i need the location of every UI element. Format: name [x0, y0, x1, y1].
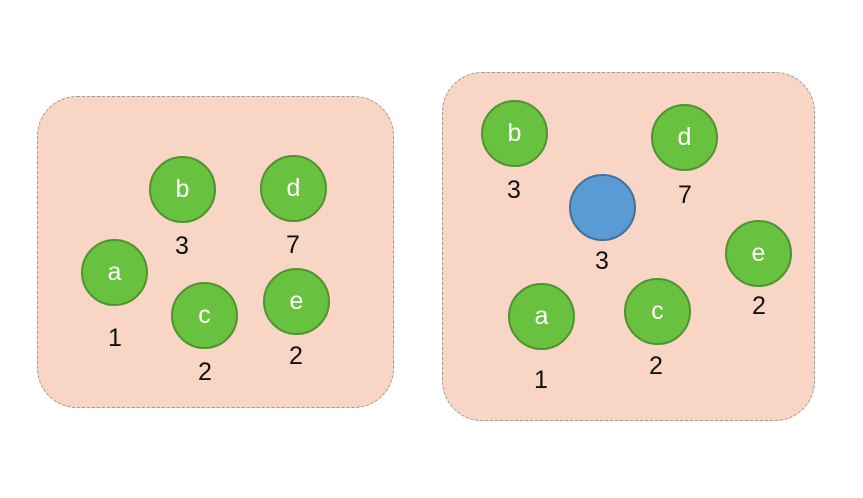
node-c: c — [624, 278, 691, 345]
weight-d: 7 — [678, 181, 692, 209]
weight-merged: 3 — [595, 247, 609, 275]
node-e: e — [263, 268, 330, 335]
merged-node — [569, 174, 636, 241]
weight-d: 7 — [286, 231, 300, 259]
node-d: d — [260, 155, 327, 222]
node-e: e — [725, 220, 792, 287]
node-a: a — [508, 283, 575, 350]
weight-e: 2 — [289, 342, 303, 370]
weight-c: 2 — [649, 352, 663, 380]
weight-c: 2 — [198, 358, 212, 386]
node-a: a — [81, 239, 148, 306]
node-b: b — [149, 156, 216, 223]
node-c: c — [171, 282, 238, 349]
node-d: d — [651, 104, 718, 171]
weight-b: 3 — [507, 176, 521, 204]
weight-a: 1 — [108, 324, 122, 352]
node-b: b — [481, 100, 548, 167]
weight-e: 2 — [752, 292, 766, 320]
weight-a: 1 — [534, 366, 548, 394]
weight-b: 3 — [175, 232, 189, 260]
